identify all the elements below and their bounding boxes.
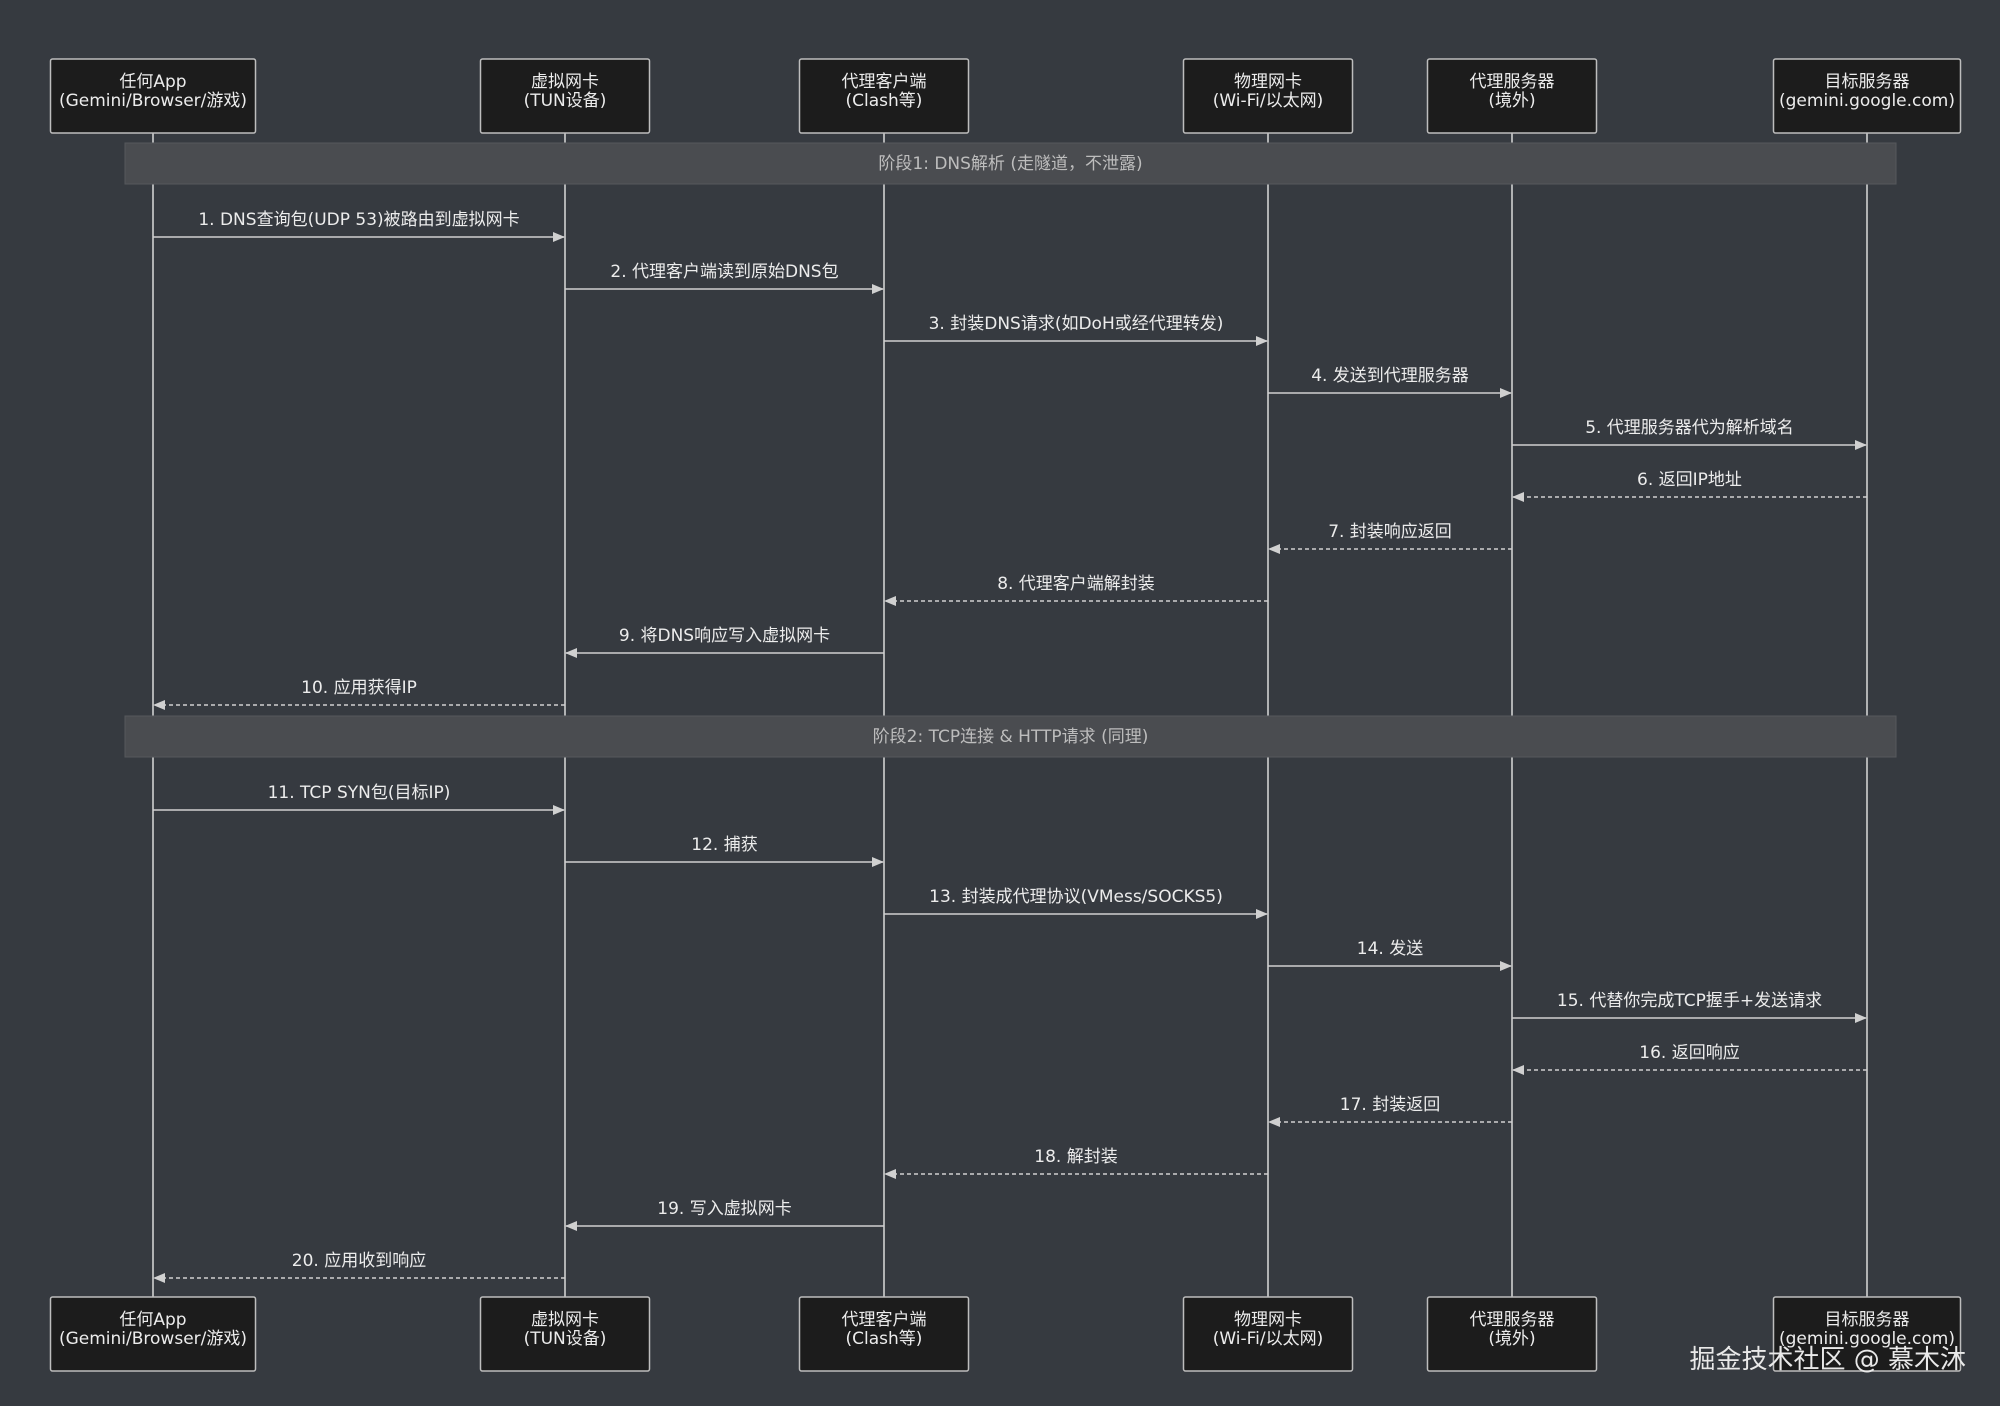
participant-app-bottom: 任何App(Gemini/Browser/游戏): [49, 1296, 257, 1372]
message-3: 3. 封装DNS请求(如DoH或经代理转发): [884, 314, 1268, 346]
message-2: 2. 代理客户端读到原始DNS包: [565, 262, 884, 294]
message-label: 11. TCP SYN包(目标IP): [268, 783, 451, 803]
message-11: 11. TCP SYN包(目标IP): [153, 783, 565, 815]
participant-subtitle: (境外): [1488, 91, 1535, 111]
participant-subtitle: (Wi-Fi/以太网): [1213, 91, 1324, 111]
message-13: 13. 封装成代理协议(VMess/SOCKS5): [884, 887, 1268, 919]
message-label: 8. 代理客户端解封装: [997, 574, 1155, 594]
message-4: 4. 发送到代理服务器: [1268, 366, 1512, 398]
message-label: 7. 封装响应返回: [1328, 522, 1452, 542]
message-7: 7. 封装响应返回: [1268, 522, 1512, 554]
participant-subtitle: (Clash等): [846, 91, 923, 111]
participant-proxy-bottom: 代理客户端(Clash等): [798, 1296, 970, 1372]
phase-label: 阶段1: DNS解析 (走隧道，不泄露): [878, 154, 1142, 174]
participant-name: 代理服务器: [1470, 1310, 1555, 1330]
participant-subtitle: (gemini.google.com): [1779, 91, 1955, 111]
message-15: 15. 代替你完成TCP握手+发送请求: [1512, 991, 1867, 1023]
watermark: 掘金技术社区 @ 慕木沐: [1689, 1345, 1966, 1375]
participant-subtitle: (TUN设备): [524, 91, 607, 111]
participant-subtitle: (gemini.google.com): [1779, 1329, 1955, 1349]
message-label: 5. 代理服务器代为解析域名: [1585, 418, 1794, 438]
message-label: 4. 发送到代理服务器: [1311, 366, 1469, 386]
message-10: 10. 应用获得IP: [153, 678, 565, 710]
participant-name: 任何App: [119, 72, 186, 92]
phase-banner-1: 阶段1: DNS解析 (走隧道，不泄露): [124, 142, 1897, 185]
participant-name: 目标服务器: [1825, 72, 1910, 92]
participant-tun-bottom: 虚拟网卡(TUN设备): [479, 1296, 651, 1372]
participant-target-bottom: 目标服务器(gemini.google.com): [1772, 1296, 1962, 1372]
participant-proxy-top: 代理客户端(Clash等): [798, 58, 970, 134]
participant-name: 任何App: [119, 1310, 186, 1330]
message-label: 6. 返回IP地址: [1637, 470, 1742, 490]
message-1: 1. DNS查询包(UDP 53)被路由到虚拟网卡: [153, 210, 565, 242]
participant-name: 虚拟网卡: [531, 72, 599, 92]
message-label: 9. 将DNS响应写入虚拟网卡: [619, 626, 830, 646]
participant-subtitle: (TUN设备): [524, 1329, 607, 1349]
participant-name: 代理客户端: [842, 72, 927, 92]
message-16: 16. 返回响应: [1512, 1043, 1867, 1075]
message-6: 6. 返回IP地址: [1512, 470, 1867, 502]
message-label: 16. 返回响应: [1639, 1043, 1739, 1063]
message-20: 20. 应用收到响应: [153, 1251, 565, 1283]
message-label: 15. 代替你完成TCP握手+发送请求: [1557, 991, 1822, 1011]
participant-name: 虚拟网卡: [531, 1310, 599, 1330]
participant-subtitle: (Gemini/Browser/游戏): [59, 1329, 247, 1349]
participant-name: 代理客户端: [842, 1310, 927, 1330]
message-12: 12. 捕获: [565, 835, 884, 867]
message-17: 17. 封装返回: [1268, 1095, 1512, 1127]
message-label: 18. 解封装: [1034, 1147, 1117, 1167]
participant-server-bottom: 代理服务器(境外): [1426, 1296, 1598, 1372]
message-label: 12. 捕获: [691, 835, 757, 855]
message-label: 10. 应用获得IP: [301, 678, 417, 698]
message-14: 14. 发送: [1268, 939, 1512, 971]
message-9: 9. 将DNS响应写入虚拟网卡: [565, 626, 884, 658]
participant-app-top: 任何App(Gemini/Browser/游戏): [49, 58, 257, 134]
message-label: 14. 发送: [1357, 939, 1423, 959]
participant-subtitle: (境外): [1488, 1329, 1535, 1349]
message-label: 17. 封装返回: [1340, 1095, 1440, 1115]
participant-name: 目标服务器: [1825, 1310, 1910, 1330]
participant-subtitle: (Wi-Fi/以太网): [1213, 1329, 1324, 1349]
participant-subtitle: (Gemini/Browser/游戏): [59, 91, 247, 111]
participant-subtitle: (Clash等): [846, 1329, 923, 1349]
participant-nic-top: 物理网卡(Wi-Fi/以太网): [1182, 58, 1354, 134]
participant-tun-top: 虚拟网卡(TUN设备): [479, 58, 651, 134]
participant-nic-bottom: 物理网卡(Wi-Fi/以太网): [1182, 1296, 1354, 1372]
phase-label: 阶段2: TCP连接 & HTTP请求 (同理): [873, 727, 1149, 747]
participant-target-top: 目标服务器(gemini.google.com): [1772, 58, 1962, 134]
phase-banner-2: 阶段2: TCP连接 & HTTP请求 (同理): [124, 715, 1897, 758]
message-label: 3. 封装DNS请求(如DoH或经代理转发): [929, 314, 1224, 334]
participant-name: 代理服务器: [1470, 72, 1555, 92]
message-label: 2. 代理客户端读到原始DNS包: [610, 262, 838, 282]
participant-name: 物理网卡: [1234, 72, 1302, 92]
message-label: 19. 写入虚拟网卡: [657, 1199, 791, 1219]
message-8: 8. 代理客户端解封装: [884, 574, 1268, 606]
message-19: 19. 写入虚拟网卡: [565, 1199, 884, 1231]
participant-server-top: 代理服务器(境外): [1426, 58, 1598, 134]
message-label: 1. DNS查询包(UDP 53)被路由到虚拟网卡: [198, 210, 519, 230]
message-label: 13. 封装成代理协议(VMess/SOCKS5): [929, 887, 1223, 907]
message-label: 20. 应用收到响应: [292, 1251, 426, 1271]
participant-name: 物理网卡: [1234, 1310, 1302, 1330]
message-18: 18. 解封装: [884, 1147, 1268, 1179]
message-5: 5. 代理服务器代为解析域名: [1512, 418, 1867, 450]
